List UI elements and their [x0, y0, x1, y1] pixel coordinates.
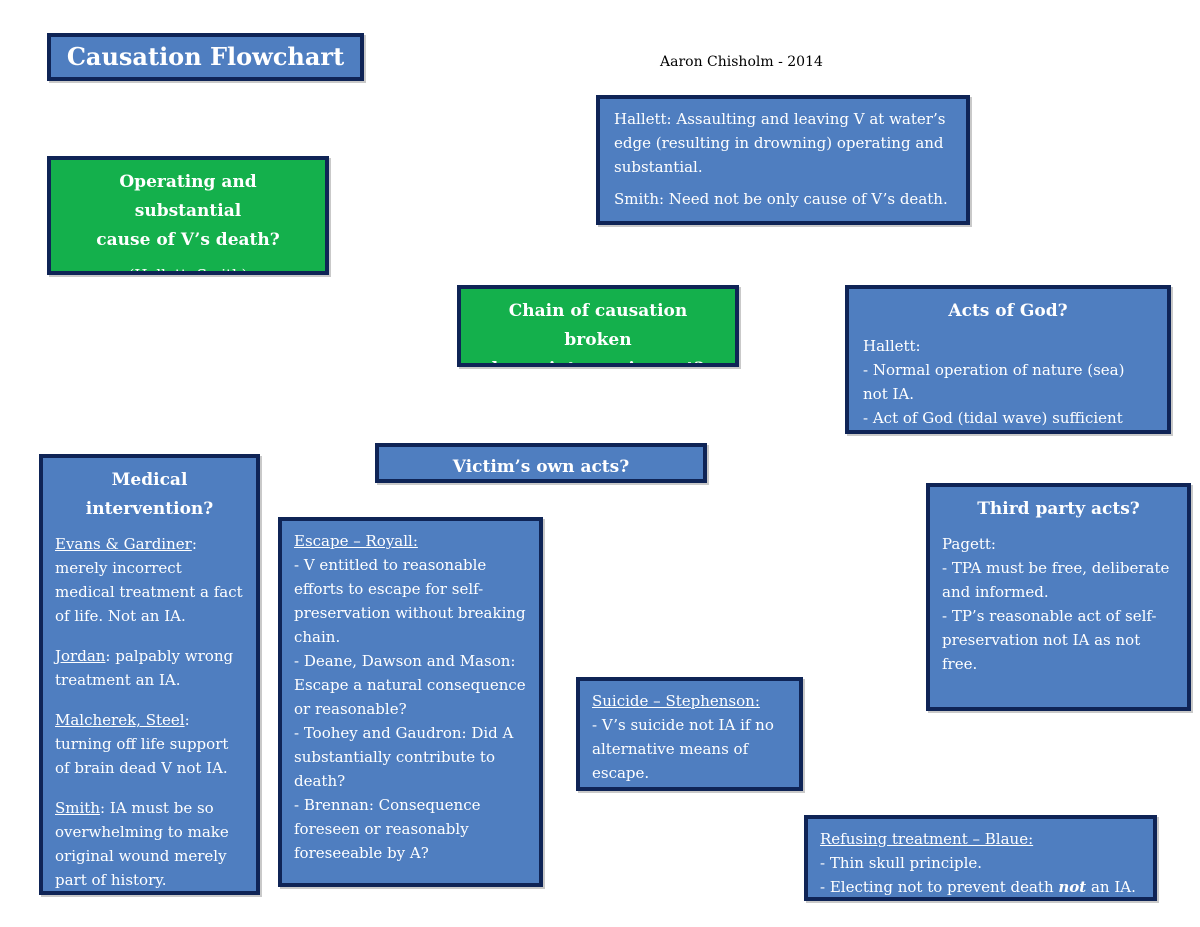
case-text: : turning off life support of brain dead… — [55, 711, 229, 777]
medical-item-evans: Evans & Gardiner: merely incorrect medic… — [55, 532, 244, 628]
victim-own-acts-title: Victim’s own acts? — [452, 457, 630, 477]
medical-intervention-box: Medical intervention? Evans & Gardiner: … — [39, 454, 260, 895]
medical-item-malcherek: Malcherek, Steel: turning off life suppo… — [55, 708, 244, 780]
case-text: : palpably wrong treatment an IA. — [55, 647, 234, 689]
title-box: Causation Flowchart — [47, 33, 364, 81]
medical-item-jordan: Jordan: palpably wrong treatment an IA. — [55, 644, 244, 692]
third-party-point2: - TP’s reasonable act of self-preservati… — [942, 607, 1157, 673]
chain-of-causation-box: Chain of causation broken by an interven… — [457, 285, 739, 367]
escape-point3: - Toohey and Gaudron: Did A substantiall… — [294, 724, 514, 790]
case-name: Malcherek, Steel — [55, 711, 185, 729]
operating-cause-line1: Operating and substantial — [119, 172, 257, 221]
escape-heading: Escape – Royall: — [294, 532, 418, 550]
blaue-point1: - Thin skull principle. — [820, 854, 983, 872]
case-text: : merely incorrect medical treatment a f… — [55, 535, 243, 625]
victim-own-acts-box: Victim’s own acts? — [375, 443, 707, 483]
refusing-treatment-box: Refusing treatment – Blaue: - Thin skull… — [804, 815, 1157, 901]
acts-of-god-point2: - Act of God (tidal wave) sufficient — [863, 409, 1123, 427]
third-party-acts-box: Third party acts? Pagett: - TPA must be … — [926, 483, 1191, 711]
blaue-point2-emphasis: not — [1058, 878, 1087, 896]
hallett-note-box: Hallett: Assaulting and leaving V at wat… — [596, 95, 970, 225]
suicide-box: Suicide – Stephenson: - V’s suicide not … — [576, 677, 803, 791]
chain-line1: Chain of causation broken — [508, 301, 688, 350]
suicide-heading: Suicide – Stephenson: — [592, 692, 760, 710]
blaue-heading: Refusing treatment – Blaue: — [820, 830, 1034, 848]
page-title: Causation Flowchart — [66, 42, 345, 71]
escape-point2: - Deane, Dawson and Mason: Escape a natu… — [294, 652, 526, 718]
hallett-note-text: Hallett: Assaulting and leaving V at wat… — [614, 110, 946, 176]
case-text: : IA must be so overwhelming to make ori… — [55, 799, 229, 889]
third-party-case: Pagett: — [942, 535, 996, 553]
case-name: Evans & Gardiner — [55, 535, 192, 553]
chain-line2: by an intervening act? — [475, 355, 721, 363]
operating-cause-cases: (Hallett; Smith) — [128, 266, 248, 275]
operating-cause-line2: cause of V’s death? — [96, 230, 280, 250]
operating-cause-box: Operating and substantial cause of V’s d… — [47, 156, 329, 275]
blaue-point2-pre: - Electing not to prevent death — [820, 878, 1059, 896]
escape-point1: - V entitled to reasonable efforts to es… — [294, 556, 526, 646]
blaue-point2-post: an IA. — [1086, 878, 1136, 896]
acts-of-god-point1: - Normal operation of nature (sea) not I… — [863, 361, 1125, 403]
author-credit: Aaron Chisholm - 2014 — [660, 54, 823, 70]
suicide-point1: - V’s suicide not IA if no alternative m… — [592, 716, 774, 782]
acts-of-god-box: Acts of God? Hallett: - Normal operation… — [845, 285, 1171, 434]
third-party-title: Third party acts? — [977, 499, 1140, 519]
acts-of-god-title: Acts of God? — [948, 301, 1068, 321]
case-name: Jordan — [55, 647, 106, 665]
acts-of-god-case: Hallett: — [863, 337, 921, 355]
escape-point4: - Brennan: Consequence foreseen or reaso… — [294, 796, 481, 862]
medical-title-line2: intervention? — [85, 499, 214, 519]
case-name: Smith — [55, 799, 100, 817]
medical-item-smith: Smith: IA must be so overwhelming to mak… — [55, 796, 244, 891]
smith-note-text: Smith: Need not be only cause of V’s dea… — [614, 190, 948, 208]
escape-box: Escape – Royall: - V entitled to reasona… — [278, 517, 543, 887]
blaue-point2: - Electing not to prevent death not an I… — [820, 875, 1141, 897]
medical-title-line1: Medical — [111, 470, 188, 490]
third-party-point1: - TPA must be free, deliberate and infor… — [942, 559, 1170, 601]
